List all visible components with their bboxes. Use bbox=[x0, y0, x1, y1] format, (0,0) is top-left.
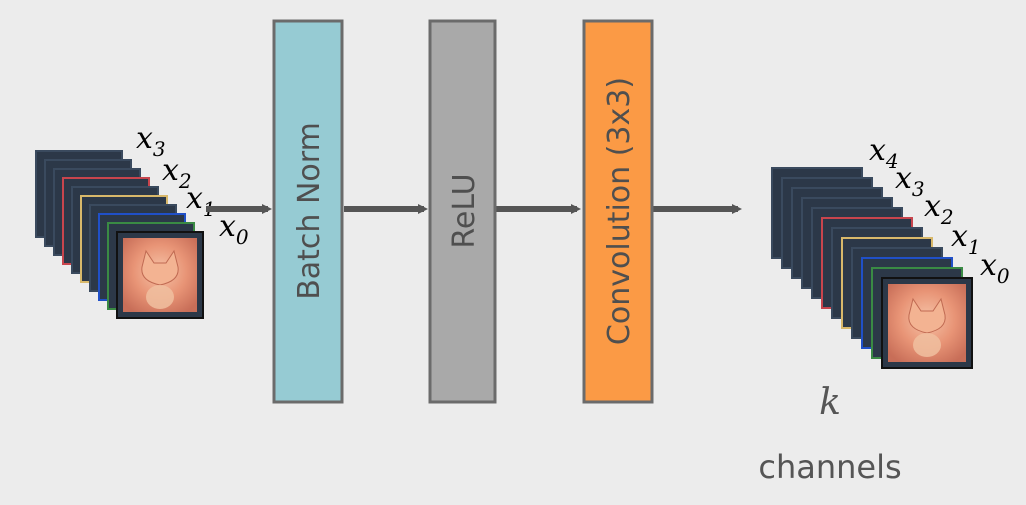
k-label: k bbox=[819, 382, 841, 423]
convolution-label: Convolution (3x3) bbox=[602, 77, 637, 345]
batch-norm-block bbox=[272, 19, 344, 404]
relu-block bbox=[428, 19, 497, 404]
output-label-x0: x0 bbox=[980, 248, 1010, 288]
output-kitten-head-icon bbox=[908, 297, 946, 334]
convolution-block bbox=[582, 19, 654, 404]
input-label-x3: x3 bbox=[136, 121, 166, 161]
batch-norm-label: Batch Norm bbox=[292, 122, 327, 300]
output-label-x4: x4 bbox=[869, 133, 899, 173]
input-label-x1: x1 bbox=[186, 181, 216, 221]
input-label-x0: x0 bbox=[219, 209, 249, 249]
output-feature-stack bbox=[771, 167, 973, 369]
input-kitten-head-icon bbox=[141, 249, 179, 286]
output-kitten-body bbox=[913, 333, 941, 357]
channels-label: channels bbox=[758, 448, 901, 486]
relu-label: ReLU bbox=[447, 173, 482, 248]
input-label-x2: x2 bbox=[162, 153, 192, 193]
input-feature-stack bbox=[35, 150, 204, 319]
output-label-x2: x2 bbox=[924, 189, 954, 229]
input-kitten-body bbox=[146, 285, 174, 309]
output-label-x1: x1 bbox=[951, 219, 981, 259]
output-label-x3: x3 bbox=[895, 161, 925, 201]
